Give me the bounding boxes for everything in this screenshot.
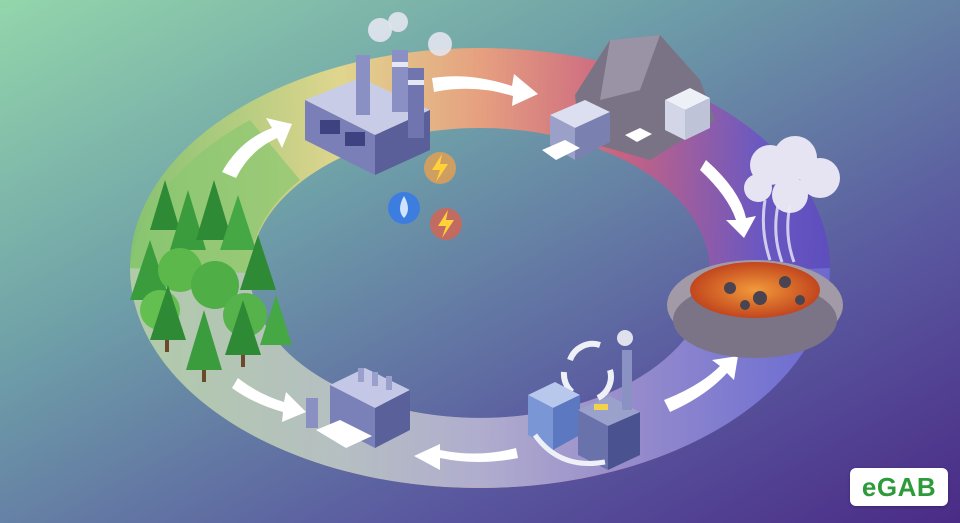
crater-icon bbox=[667, 260, 843, 358]
arrow-icon bbox=[432, 74, 538, 106]
cloud-icon bbox=[744, 136, 840, 213]
arrow-icon bbox=[664, 356, 738, 412]
lightning-icon bbox=[424, 152, 456, 184]
printer-icon bbox=[542, 100, 610, 160]
tree-icon bbox=[130, 180, 292, 382]
logo-name: GAB bbox=[876, 471, 937, 502]
factory-icon bbox=[305, 12, 452, 175]
volcano-crater bbox=[667, 136, 843, 358]
forest bbox=[130, 180, 292, 382]
lightning-icon bbox=[430, 208, 462, 240]
paper-machine bbox=[306, 368, 410, 448]
cycle-arrows bbox=[222, 74, 756, 470]
recycling-plant bbox=[528, 330, 640, 470]
logo-prefix: e bbox=[861, 471, 877, 502]
water-drop-icon bbox=[388, 192, 420, 224]
arrow-icon bbox=[700, 160, 756, 238]
factory bbox=[305, 12, 462, 240]
arrow-icon bbox=[414, 444, 518, 470]
arrow-icon bbox=[222, 118, 292, 178]
arrow-icon bbox=[232, 378, 306, 422]
paper-machine-icon bbox=[306, 368, 410, 448]
printer-quarry bbox=[542, 35, 715, 160]
